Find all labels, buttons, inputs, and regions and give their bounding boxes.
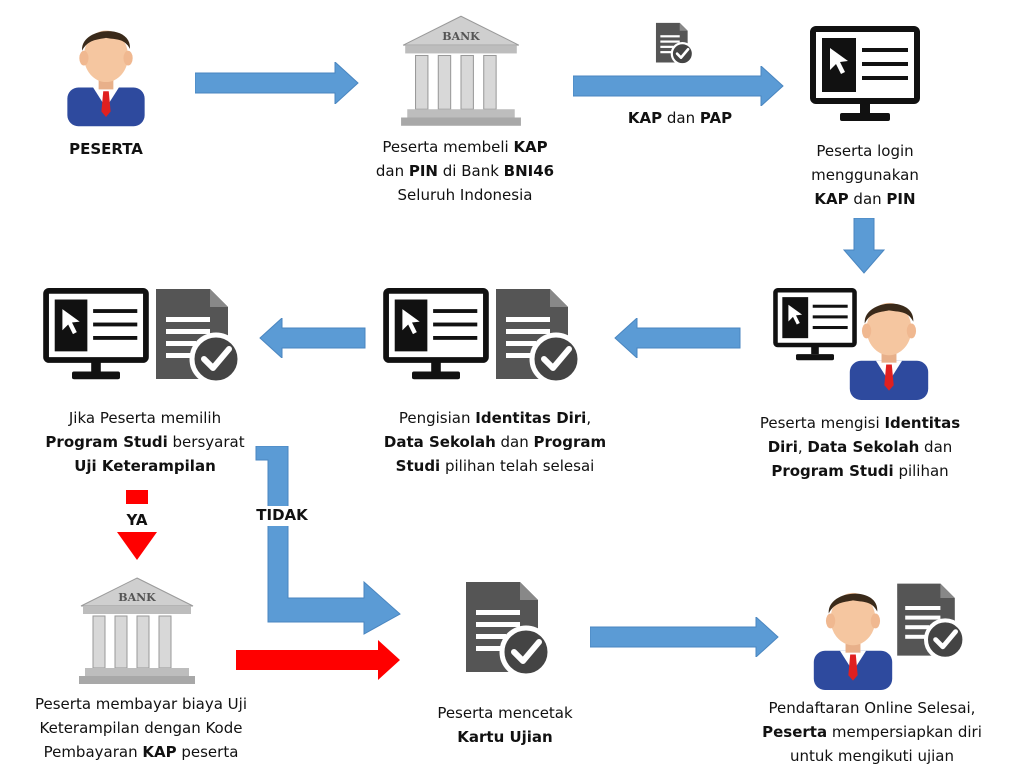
bank-payment-icon: BANK xyxy=(76,576,198,686)
ya-label: YA xyxy=(126,511,148,529)
cetak-document-icon xyxy=(462,580,552,680)
bank-payment-sign-text: BANK xyxy=(118,591,156,604)
tidak-label: TIDAK xyxy=(256,506,308,524)
selesai-document-icon xyxy=(492,287,582,387)
arrow-login-down xyxy=(843,218,885,274)
bank-purchase-caption: Peserta membeli KAP dan PIN di Bank BNI4… xyxy=(375,138,555,204)
document-check-icon xyxy=(654,22,694,66)
arrow-selesai-to-jika xyxy=(259,318,366,358)
peserta-person-icon xyxy=(60,15,152,127)
bank-icon: BANK xyxy=(399,14,523,128)
mengisi-person-icon xyxy=(842,288,936,400)
kap-pap-label: KAP dan PAP xyxy=(627,109,733,127)
cetak-caption: Peserta mencetak Kartu Ujian xyxy=(437,704,573,746)
final-caption: Pendaftaran Online Selesai, Peserta memp… xyxy=(762,699,982,765)
jika-monitor-icon xyxy=(42,288,150,384)
peserta-label: PESERTA xyxy=(69,140,143,158)
arrow-mengisi-to-selesai xyxy=(614,318,741,358)
mengisi-caption: Peserta mengisi Identitas Diri, Data Sek… xyxy=(759,414,961,480)
arrow-tidak-elbow xyxy=(255,446,401,635)
final-document-icon xyxy=(894,580,966,664)
final-person-icon xyxy=(806,578,900,690)
arrow-ya-down xyxy=(117,490,157,560)
selesai-monitor-icon xyxy=(382,288,490,384)
login-monitor-icon xyxy=(808,26,922,126)
bank-payment-caption: Peserta membayar biaya Uji Keterampilan … xyxy=(35,695,247,761)
tidak-label-bg xyxy=(254,506,310,526)
login-caption: Peserta login menggunakan KAP dan PIN xyxy=(811,142,919,208)
arrow-bank-to-login xyxy=(573,66,784,106)
jika-document-icon xyxy=(152,287,242,387)
bank-sign-text: BANK xyxy=(442,30,480,43)
selesai-caption: Pengisian Identitas Diri, Data Sekolah d… xyxy=(383,409,607,475)
arrow-payment-to-cetak xyxy=(236,640,400,680)
arrow-cetak-to-final xyxy=(590,617,779,657)
jika-caption: Jika Peserta memilih Program Studi bersy… xyxy=(45,409,245,475)
arrow-peserta-to-bank xyxy=(195,62,359,104)
